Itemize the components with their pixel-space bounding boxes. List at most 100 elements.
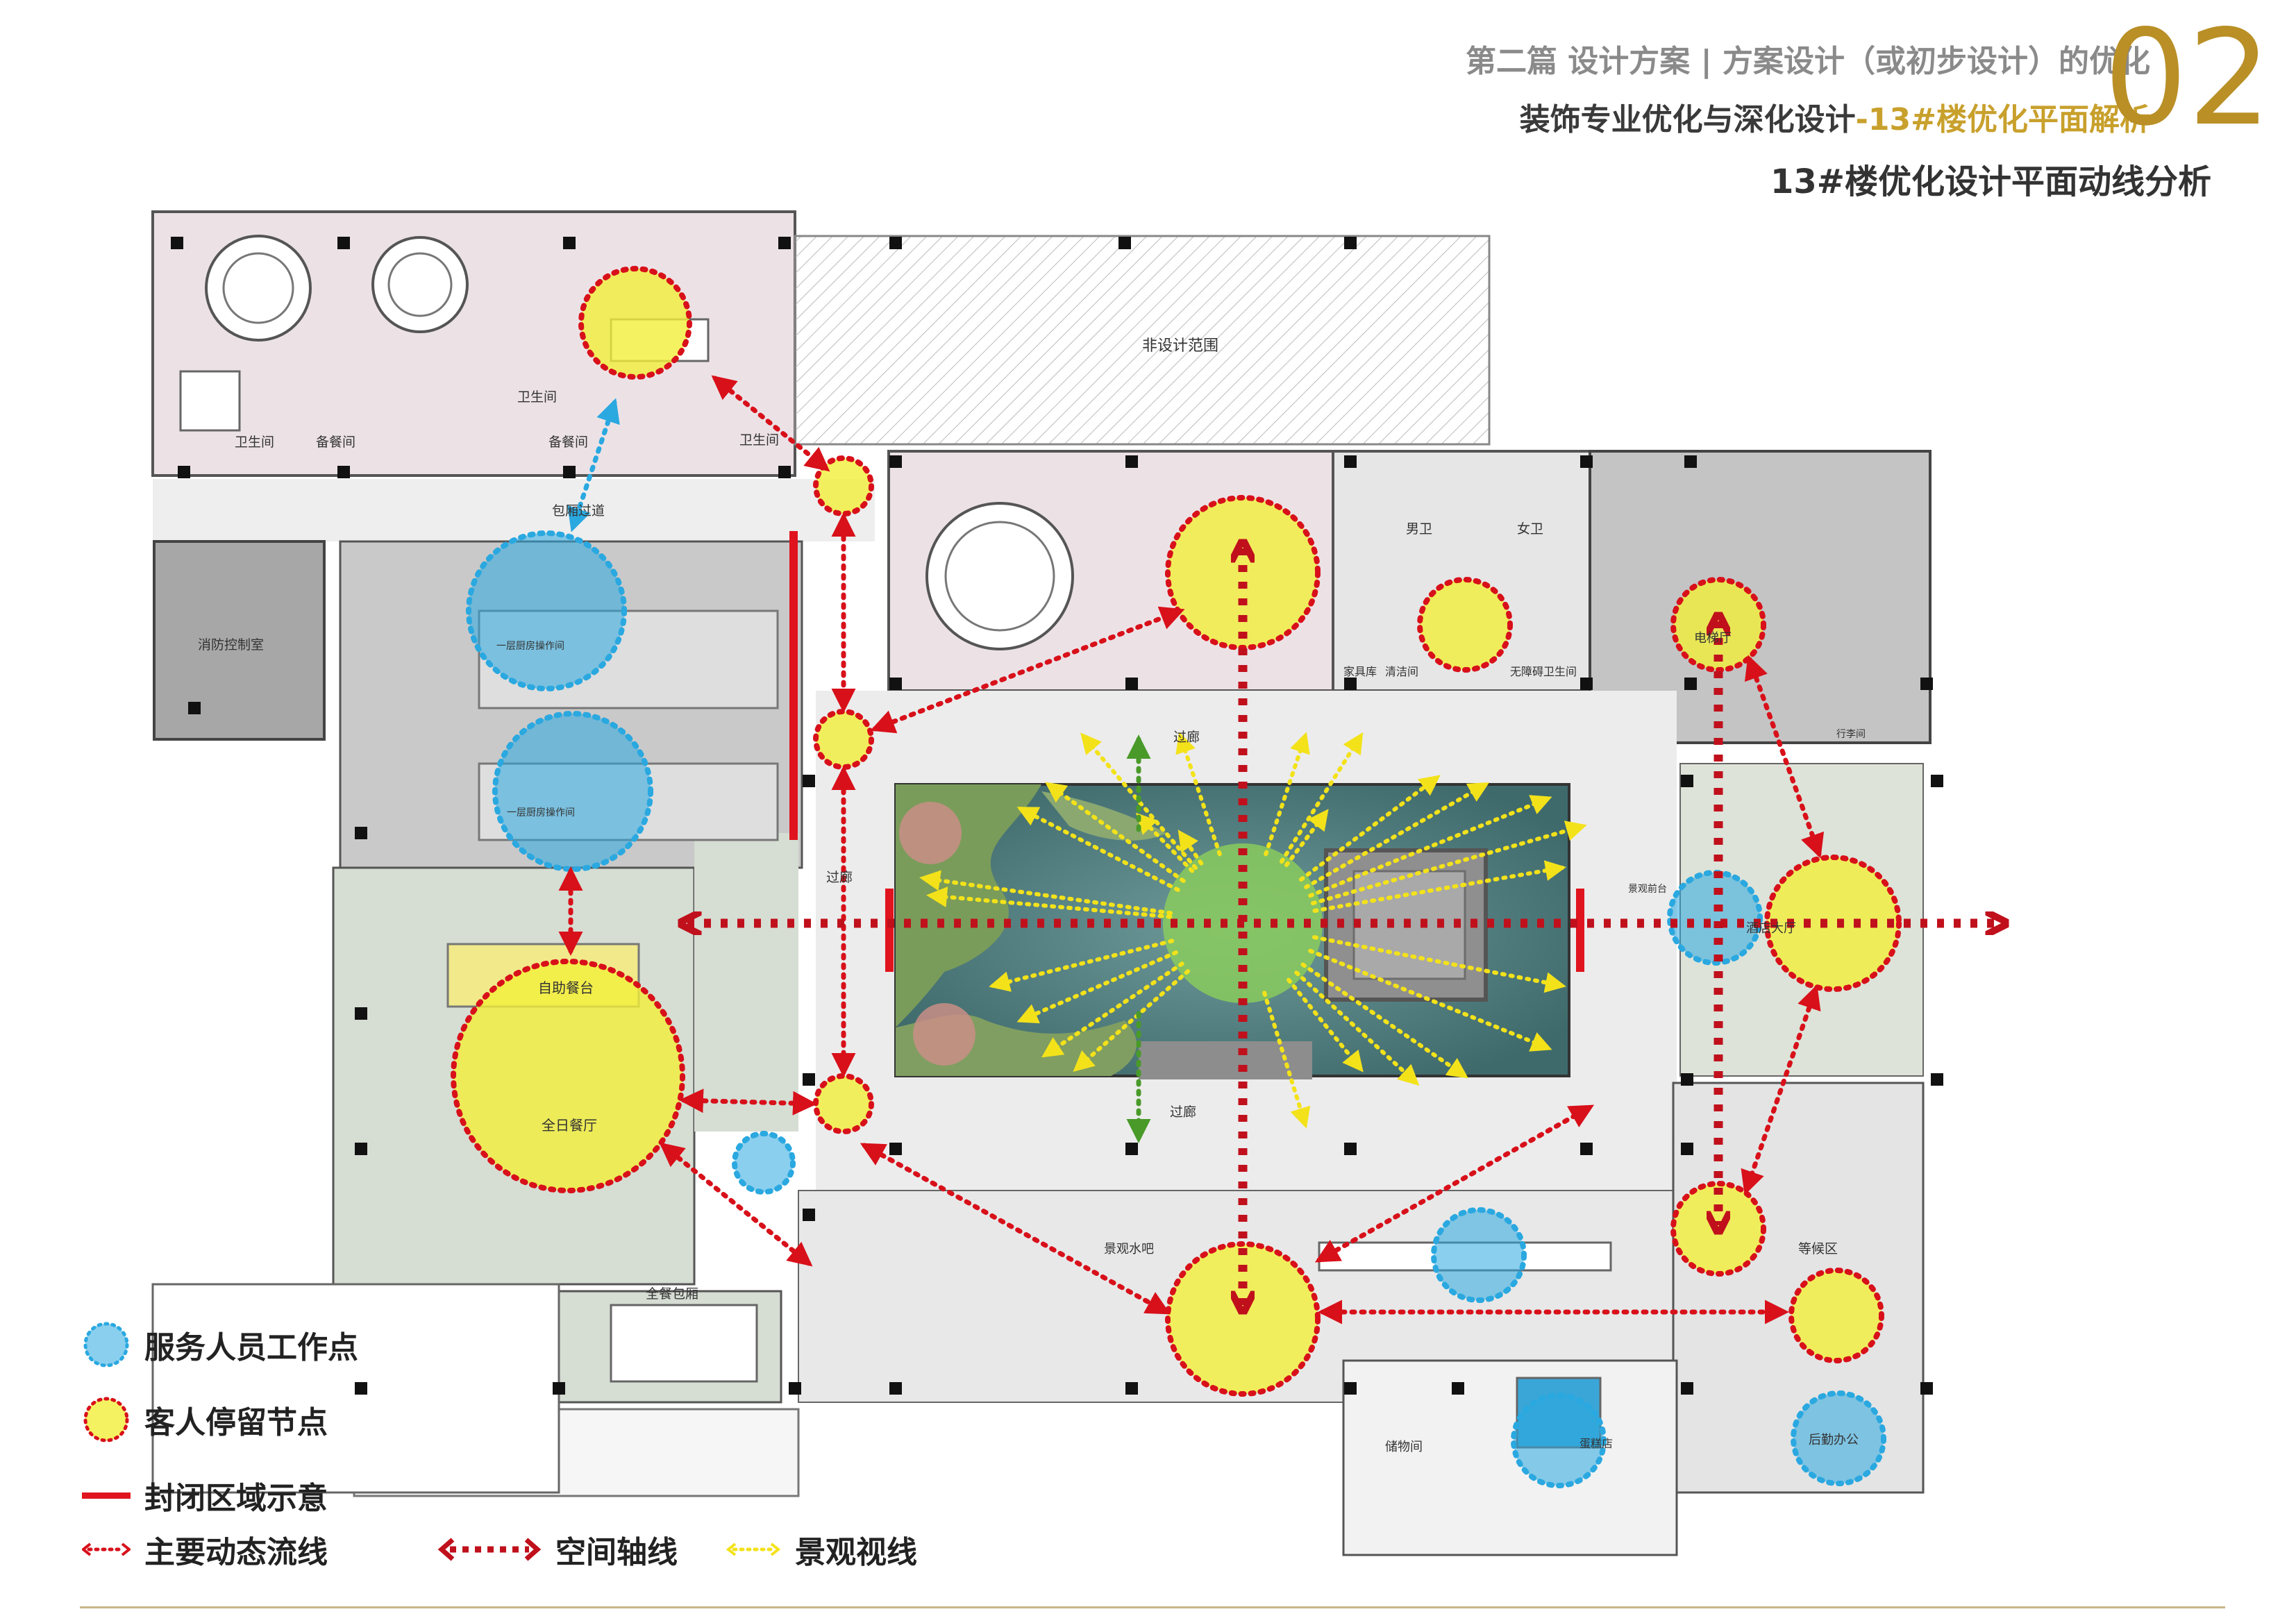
legend-space-axis-swatch: [437, 1538, 542, 1561]
label-back-office: 后勤办公: [1809, 1433, 1859, 1447]
structural-column: [803, 1209, 815, 1221]
label-private-corridor: 包厢过道: [552, 503, 605, 519]
view-line: [1308, 948, 1552, 1052]
closed-area-bar: [885, 889, 894, 972]
label-fire-control: 消防控制室: [198, 637, 264, 653]
round-table-top: [222, 252, 294, 324]
guest-point-circle: [1670, 1181, 1766, 1277]
sofa-block: [179, 370, 241, 432]
dining-table-long: [610, 1304, 758, 1383]
page-number: 02: [2104, 1, 2272, 155]
label-corridor-top: 过廊: [1173, 730, 1200, 745]
guest-point-circle: [813, 1073, 874, 1134]
label-pantry: 备餐间: [548, 435, 588, 450]
view-line: [989, 939, 1175, 992]
legend-closed-swatch: [82, 1492, 131, 1499]
structural-column: [1931, 1073, 1943, 1086]
label-luggage: 行李间: [1836, 729, 1866, 740]
structural-column: [1580, 1143, 1593, 1155]
guest-point-circle: [451, 959, 685, 1193]
legend-main-flow-swatch: [82, 1542, 131, 1556]
label-male: 男卫: [1406, 521, 1432, 537]
label-toilet: 卫生间: [235, 435, 274, 450]
staff-point-circle: [492, 711, 653, 872]
label-toilet: 卫生间: [517, 389, 557, 405]
structural-column: [1681, 1382, 1693, 1395]
label-lobby: 酒店大厅: [1746, 921, 1796, 936]
label-private-full: 全餐包厢: [646, 1286, 698, 1302]
chapter-title: 第二篇 设计方案 | 方案设计（或初步设计）的优化: [1465, 44, 2150, 79]
label-kitchen-a: 一层厨房操作间: [496, 641, 564, 652]
main-flow-lines: [558, 375, 1825, 1325]
round-table-top: [944, 521, 1055, 632]
section-title: 装饰专业优化与深化设计-13#楼优化平面解析: [1520, 94, 2150, 139]
structural-column: [889, 455, 902, 468]
legend-guest: 客人停留节点: [82, 1395, 328, 1444]
blossom-tree-south: [913, 1003, 975, 1066]
view-line: [1016, 950, 1178, 1024]
label-corridor-bottom: 过廊: [1170, 1104, 1196, 1120]
blossom-tree-north: [899, 802, 962, 864]
structural-column: [563, 237, 576, 249]
service-flow-line: [567, 398, 620, 532]
legend-closed-label: 封闭区域示意: [144, 1481, 328, 1516]
view-line: [1300, 962, 1468, 1079]
legend-guest-label: 客人停留节点: [144, 1405, 328, 1440]
structural-column: [355, 1007, 367, 1020]
label-accessible: 无障碍卫生间: [1510, 665, 1577, 678]
legend-staff-swatch: [83, 1322, 129, 1368]
guest-point-circle: [1165, 495, 1321, 650]
view-line: [1287, 977, 1364, 1073]
structural-column: [355, 1143, 367, 1155]
footer-rule: [80, 1606, 2225, 1608]
flow-line: [1741, 984, 1821, 1195]
structural-column: [553, 1382, 565, 1395]
guest-point-circle: [813, 709, 874, 770]
view-line: [1041, 961, 1184, 1058]
closed-area-bar: [1576, 889, 1584, 972]
structural-column: [778, 466, 791, 478]
view-line: [1178, 830, 1204, 866]
structural-column: [1125, 1382, 1138, 1395]
label-water-bar: 景观水吧: [1104, 1242, 1154, 1256]
legend-main-flow: 主要动态流线: [82, 1527, 328, 1572]
structural-column: [1344, 237, 1357, 249]
label-pantry: 备餐间: [316, 435, 355, 450]
legend-guest-swatch: [83, 1397, 129, 1443]
page-subtitle: 13#楼优化设计平面动线分析: [1770, 162, 2211, 201]
section-title-suffix: -13#楼优化平面解析: [1855, 102, 2150, 137]
label-store-room: 储物间: [1385, 1440, 1423, 1454]
legend-space-axis-label: 空间轴线: [555, 1535, 678, 1570]
view-line: [1312, 860, 1566, 914]
structural-column: [1931, 775, 1943, 787]
structural-column: [337, 237, 350, 249]
structural-column: [1684, 455, 1697, 468]
legend-space-axis: 空间轴线: [437, 1527, 678, 1572]
room-labels: 非设计范围 卫生间 备餐间 卫生间 备餐间 卫生间 包厢过道 消防控制室 一层厨…: [198, 337, 1866, 1454]
structural-column: [1344, 678, 1357, 690]
pond-walkway: [1139, 1041, 1312, 1079]
structural-column: [1580, 678, 1593, 690]
label-cleaning: 清洁间: [1385, 665, 1418, 678]
flow-line: [659, 1142, 813, 1267]
structural-column: [1344, 1382, 1357, 1395]
view-line: [1262, 991, 1311, 1129]
label-buffet: 自助餐台: [538, 979, 594, 996]
structural-column: [1681, 775, 1693, 787]
flow-line: [870, 606, 1185, 734]
non-design-zone: [794, 235, 1491, 446]
structural-column: [355, 827, 367, 839]
label-female: 女卫: [1517, 521, 1543, 537]
flow-line: [860, 1143, 1171, 1315]
label-non-design: 非设计范围: [1142, 337, 1218, 355]
staff-point-circle: [1791, 1390, 1886, 1486]
label-cake: 蛋糕店: [1579, 1437, 1613, 1450]
structural-column: [889, 237, 902, 249]
closed-area-bar: [789, 531, 798, 840]
structural-column: [803, 775, 815, 787]
legend-landscape-view: 景观视线: [726, 1527, 917, 1572]
legend-landscape-view-label: 景观视线: [795, 1535, 917, 1570]
view-line: [1073, 969, 1190, 1072]
space-axes: [687, 548, 2000, 1305]
